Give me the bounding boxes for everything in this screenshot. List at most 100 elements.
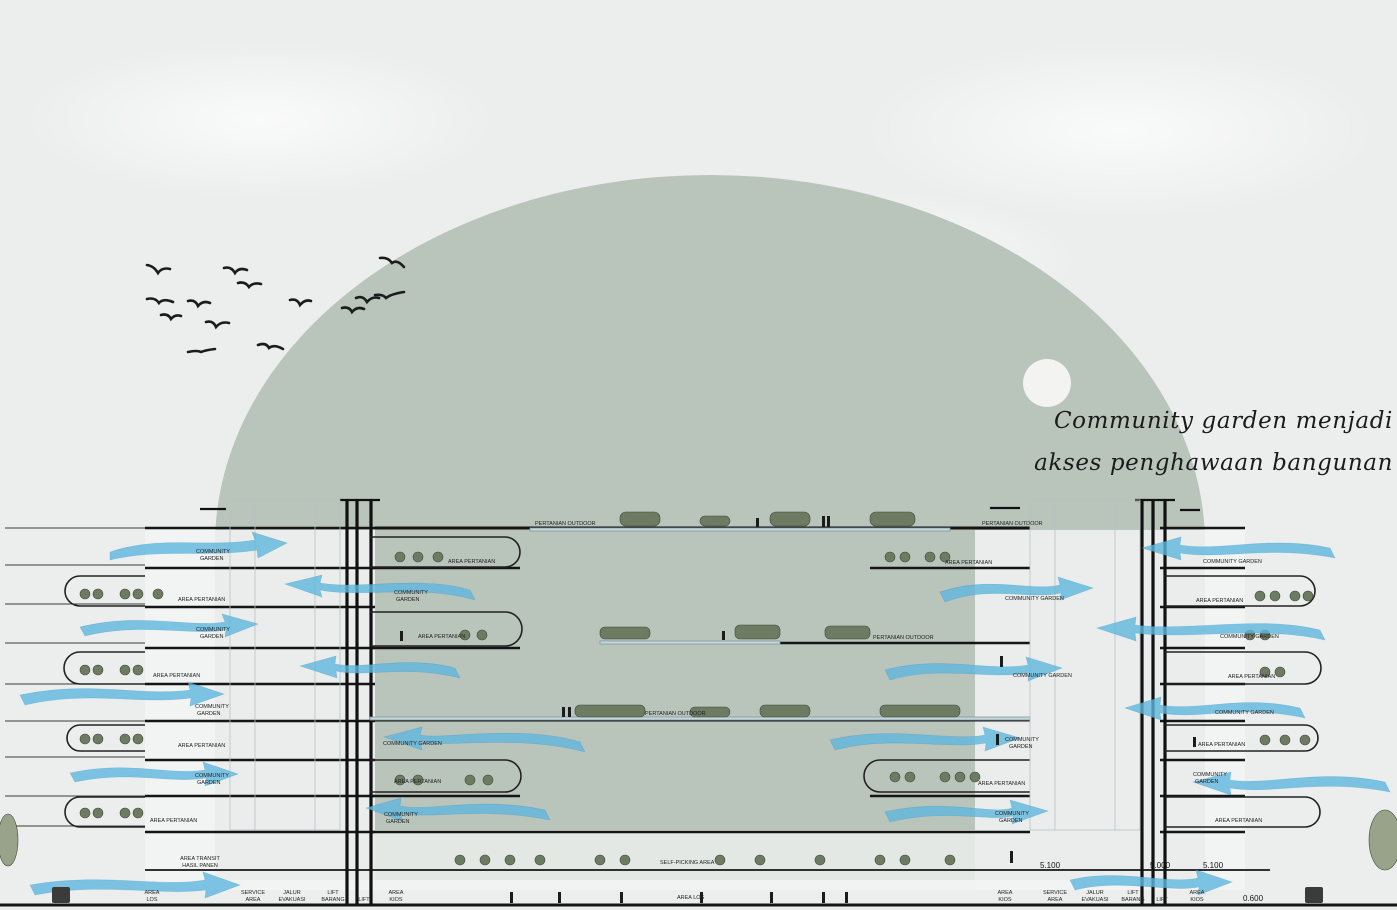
plants	[0, 511, 1397, 871]
airflow-arrow-right	[884, 799, 1049, 825]
label-garden: GARDEN	[999, 818, 1023, 824]
label-garden: GARDEN	[1009, 744, 1033, 750]
airflow-arrow-right	[1069, 869, 1233, 896]
label-garden: GARDEN	[197, 780, 221, 786]
person-icon	[822, 516, 825, 527]
bird-icon	[145, 297, 175, 306]
label-lift-barang: BARANG	[1121, 897, 1144, 903]
label-area-pertanian: AREA PERTANIAN	[1196, 598, 1243, 604]
cloud	[860, 40, 1380, 220]
label-community: COMMUNITY	[995, 811, 1029, 817]
label-pertanian-outdoor: PERTANIAN OUTDOOR	[982, 521, 1043, 527]
label-area: AREA	[998, 890, 1013, 896]
bird-icon	[378, 256, 406, 269]
bird-icon	[204, 320, 231, 330]
airflow-arrow-right	[884, 656, 1063, 682]
airflow-arrow-left	[1095, 616, 1326, 642]
label-pertanian-outdoor: PERTANIAN OUTDOOR	[535, 521, 596, 527]
bird-icon	[222, 266, 249, 276]
label-area-pertanian: AREA PERTANIAN	[178, 597, 225, 603]
airflow-arrow-left	[382, 726, 586, 753]
label-pertanian-outdoor: PERTANIAN OUTDOOR	[873, 635, 934, 641]
level-marker: 5.000	[1150, 861, 1171, 870]
bird-icon	[186, 299, 212, 309]
person-icon	[510, 892, 513, 903]
label-area-los: AREA LOS	[677, 895, 705, 901]
person-icon	[1193, 737, 1196, 747]
airflow-arrow-right	[79, 613, 259, 638]
label-area-pertanian: AREA PERTANIAN	[1228, 674, 1275, 680]
airflow-arrow-right	[939, 576, 1094, 603]
airflow-arrow-left	[1124, 696, 1306, 721]
label-community: COMMUNITY	[1193, 772, 1227, 778]
level-marker: 0.600	[1243, 894, 1264, 903]
person-icon	[722, 631, 725, 640]
moon-icon	[1023, 359, 1071, 407]
bird-icon	[354, 295, 381, 305]
label-self-picking-area: SELF-PICKING AREA	[660, 860, 715, 866]
label-community-garden: COMMUNITY GARDEN	[1203, 559, 1262, 565]
label-lift: LIFT	[1156, 897, 1168, 903]
label-lift-barang: BARANG	[321, 897, 344, 903]
level-marker: 5.100	[1203, 861, 1224, 870]
bird-icon	[256, 342, 285, 351]
bird-icon	[145, 263, 172, 276]
label-service-area: AREA	[246, 897, 261, 903]
truck-icon	[1305, 887, 1323, 903]
label-community: COMMUNITY	[195, 704, 229, 710]
label-community: COMMUNITY	[195, 773, 229, 779]
label-garden: GARDEN	[1195, 779, 1219, 785]
airflow-arrow-left	[283, 574, 476, 601]
label-area-pertanian: AREA PERTANIAN	[1215, 818, 1262, 824]
person-icon	[568, 707, 571, 717]
label-community: COMMUNITY	[196, 549, 230, 555]
label-jalur: JALUR	[283, 890, 300, 896]
airflow-arrow-left	[298, 655, 461, 679]
label-area-pertanian: AREA PERTANIAN	[394, 779, 441, 785]
label-service-area: AREA	[1048, 897, 1063, 903]
airflow-arrow-right	[69, 761, 239, 787]
label-area-pertanian: AREA PERTANIAN	[978, 781, 1025, 787]
bird-icon	[186, 347, 217, 354]
label-los: LOS	[146, 897, 157, 903]
label-evakuasi: EVAKUASI	[278, 897, 306, 903]
label-community-garden: COMMUNITY GARDEN	[1005, 596, 1064, 602]
person-icon	[700, 892, 703, 903]
label-lift: LIFT	[327, 890, 339, 896]
label-area-pertanian: AREA PERTANIAN	[178, 743, 225, 749]
airflow-arrow-right	[29, 871, 241, 899]
label-area: AREA	[145, 890, 160, 896]
vehicles	[52, 887, 1323, 903]
label-lift: LIFT	[1127, 890, 1139, 896]
label-garden: GARDEN	[396, 597, 420, 603]
label-lift: LIFT	[358, 897, 370, 903]
airflow-arrows	[19, 531, 1391, 899]
person-icon	[756, 518, 759, 527]
label-community: COMMUNITY	[1005, 737, 1039, 743]
label-area-pertanian: AREA PERTANIAN	[153, 673, 200, 679]
label-area-pertanian: AREA PERTANIAN	[1198, 742, 1245, 748]
truck-icon	[52, 887, 70, 903]
airflow-arrow-right	[829, 726, 1021, 752]
label-garden: GARDEN	[200, 556, 224, 562]
label-kios: KIOS	[389, 897, 402, 903]
label-area-pertanian: AREA PERTANIAN	[945, 560, 992, 566]
label-community: COMMUNITY	[394, 590, 428, 596]
caption-line-1: Community garden menjadi	[1053, 408, 1393, 434]
label-community: COMMUNITY	[384, 812, 418, 818]
building-section	[0, 498, 1397, 907]
person-icon	[822, 892, 825, 903]
label-area: AREA	[389, 890, 404, 896]
person-icon	[770, 892, 773, 903]
person-icon	[558, 892, 561, 903]
airflow-arrow-left	[1191, 771, 1391, 796]
bird-icon	[159, 313, 183, 322]
label-community-garden: COMMUNITY GARDEN	[1220, 634, 1279, 640]
label-area-transit: AREA TRANSIT	[180, 856, 220, 862]
section-labels: PERTANIAN OUTDOOR PERTANIAN OUTDOOR PERT…	[145, 521, 1279, 903]
label-community: COMMUNITY	[196, 627, 230, 633]
label-area-pertanian: AREA PERTANIAN	[448, 559, 495, 565]
label-service: SERVICE	[241, 890, 265, 896]
person-icon	[400, 631, 403, 641]
annotation-caption: Community garden menjadi akses penghawaa…	[1028, 400, 1393, 484]
